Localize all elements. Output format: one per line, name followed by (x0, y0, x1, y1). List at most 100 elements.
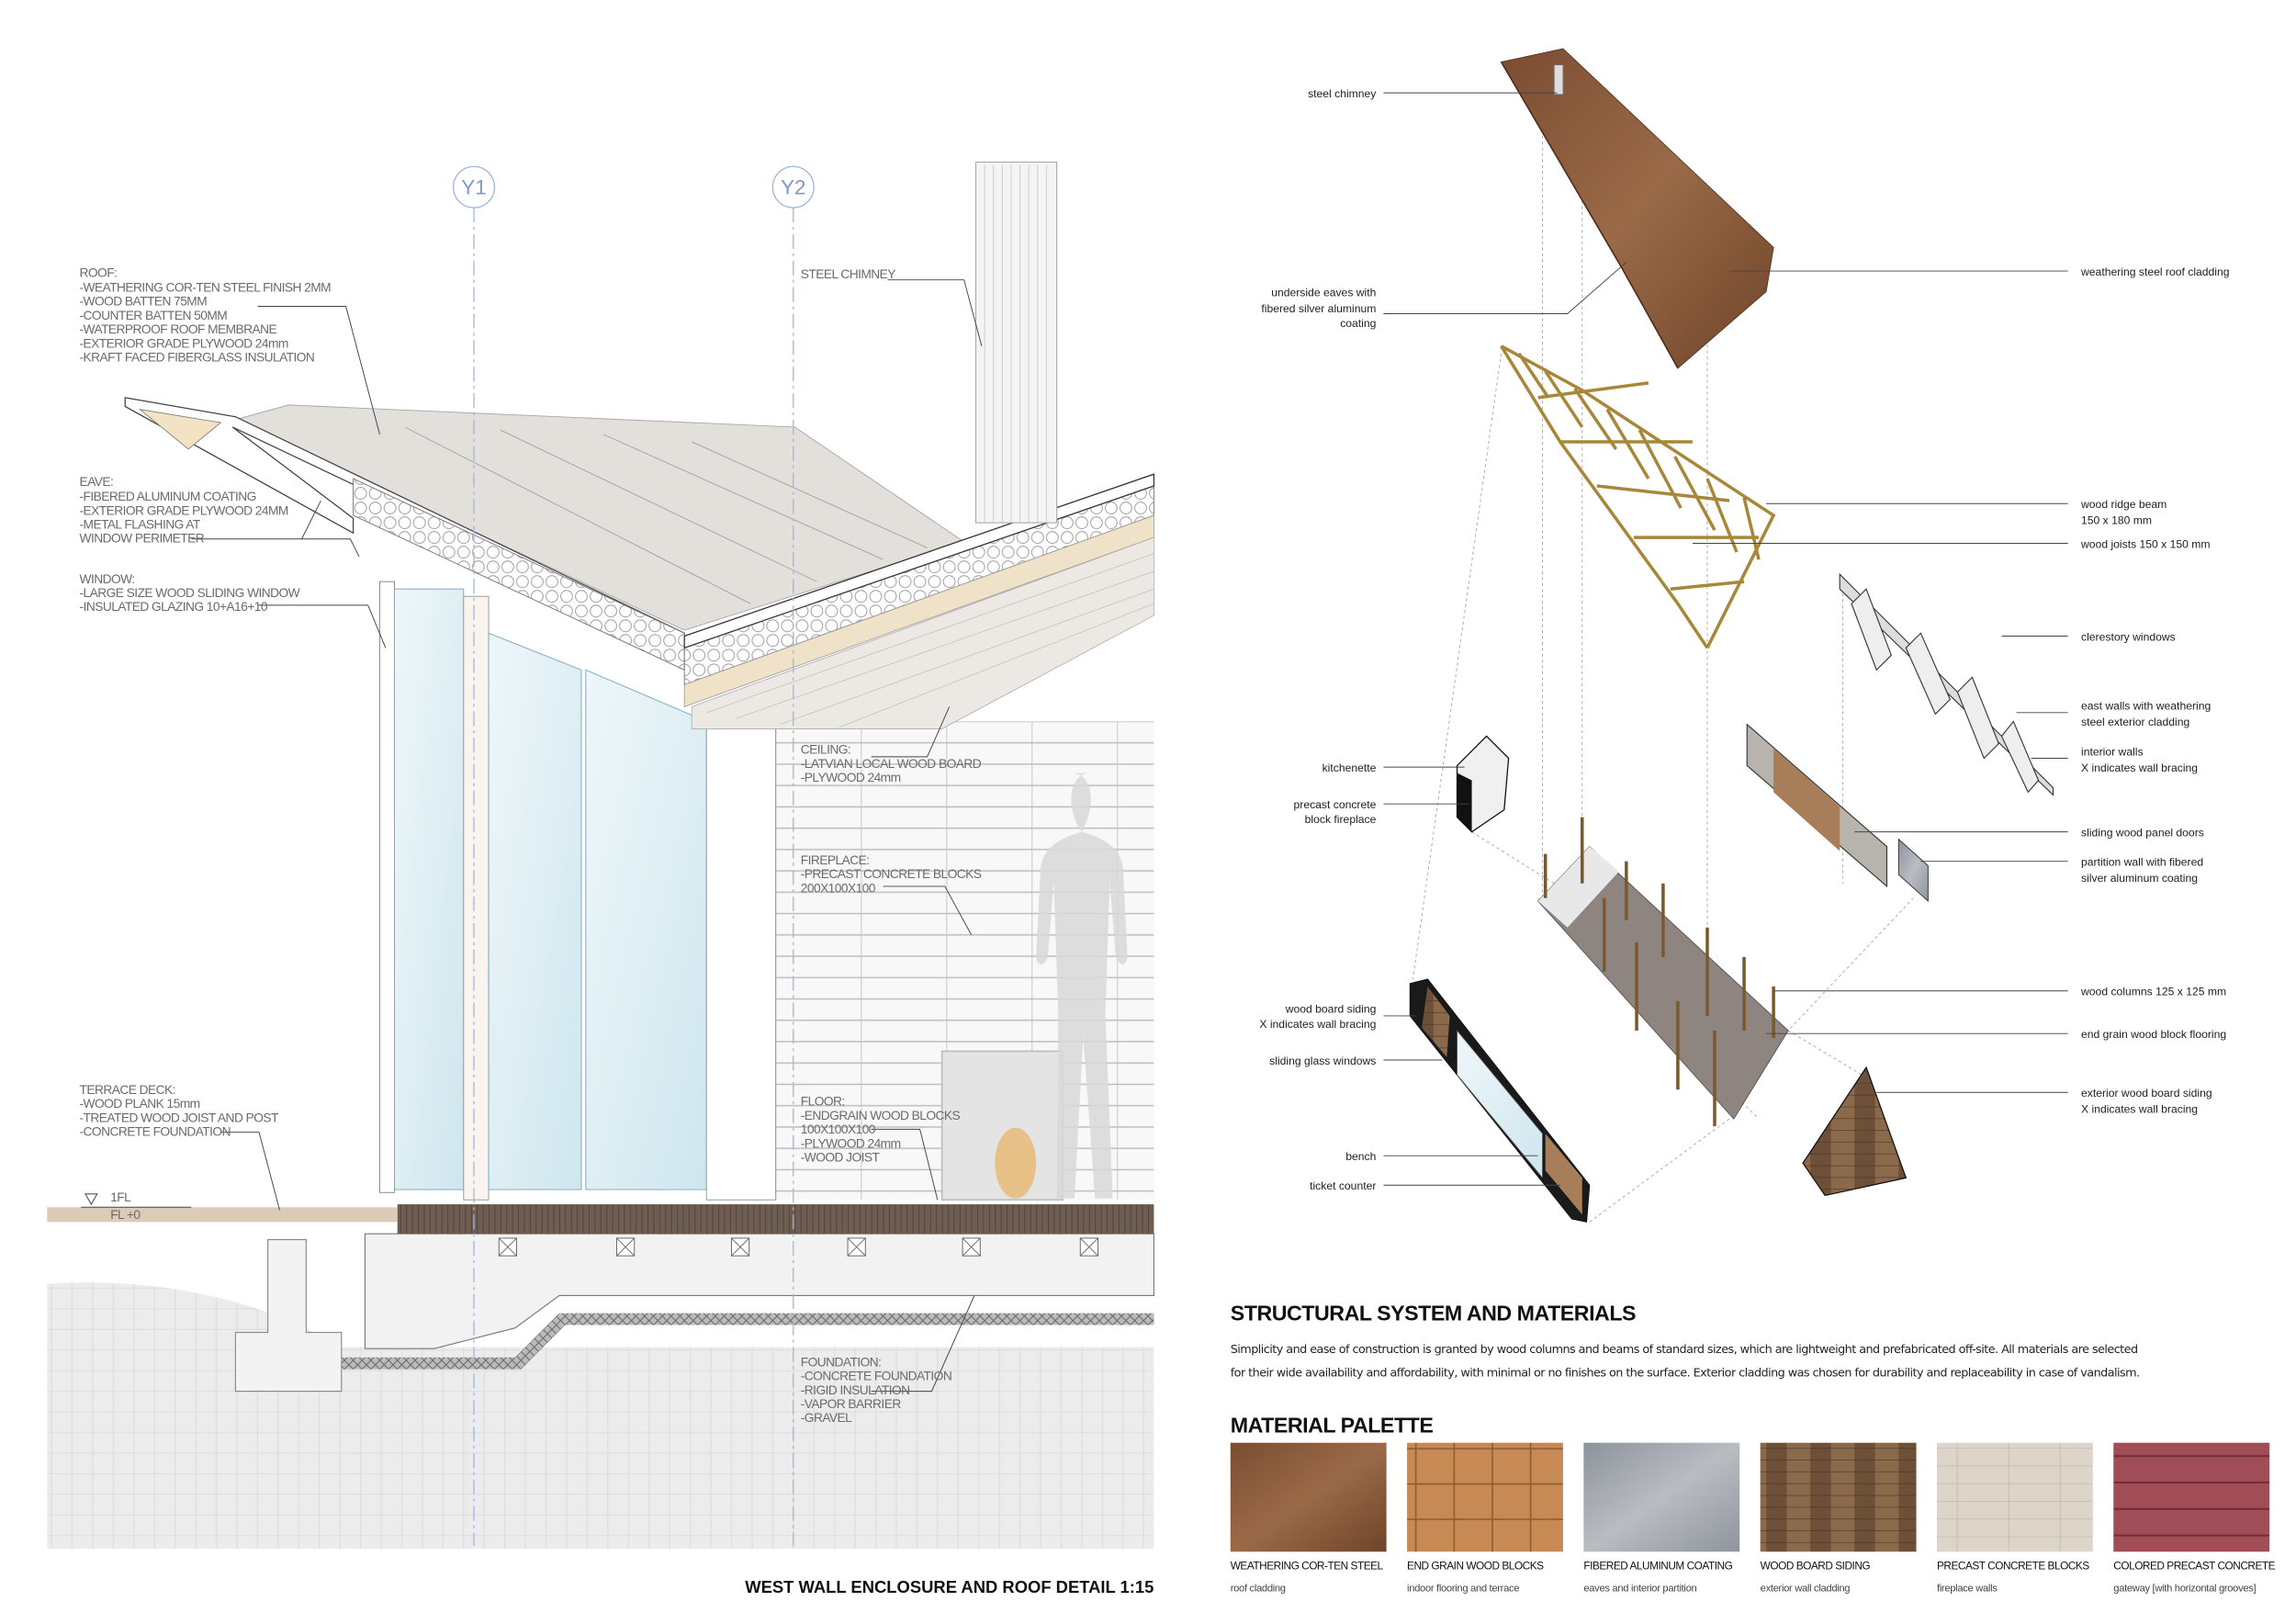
svg-text:gateway [with horizontal groov: gateway [with horizontal grooves] (2113, 1584, 2256, 1595)
gridline-y1: Y1 (452, 165, 496, 1546)
label-sliding-doors: sliding wood panel doors (2081, 826, 2204, 839)
svg-text:FLOOR:: FLOOR: (801, 1095, 845, 1109)
ceiling-annotation: CEILING: -LATVIAN LOCAL WOOD BOARD -PLYW… (801, 743, 982, 784)
ceiling-boards (691, 536, 1154, 729)
svg-text:-RIGID INSULATION: -RIGID INSULATION (801, 1383, 910, 1397)
label-wood-board-siding: wood board siding X indicates wall braci… (1259, 1003, 1376, 1031)
wall-post (705, 720, 777, 1201)
palette-heading: MATERIAL PALETTE (1231, 1413, 1434, 1437)
svg-text:150 x 180 mm: 150 x 180 mm (2081, 514, 2152, 527)
left-eave (124, 397, 685, 643)
section-title: WEST WALL ENCLOSURE AND ROOF DETAIL 1:15 (745, 1577, 1154, 1596)
glass-pane (488, 632, 582, 1190)
svg-text:-TREATED WOOD JOIST AND POST: -TREATED WOOD JOIST AND POST (80, 1111, 279, 1124)
label-kitchenette: kitchenette (1322, 761, 1377, 774)
svg-text:PRECAST CONCRETE BLOCKS: PRECAST CONCRETE BLOCKS (1937, 1560, 2089, 1573)
fireplace-annotation: FIREPLACE: -PRECAST CONCRETE BLOCKS 200X… (801, 853, 983, 895)
label-interior-walls: interior walls X indicates wall bracing (2081, 745, 2198, 774)
timber-roof-frame (1500, 344, 1776, 649)
gridline-y2: Y2 (771, 165, 815, 1546)
swatch-end-grain (1407, 1442, 1563, 1552)
glass-pane (585, 669, 707, 1190)
gravel-layer (341, 1313, 1154, 1370)
svg-text:-VAPOR BARRIER: -VAPOR BARRIER (801, 1397, 902, 1411)
svg-text:indoor flooring and terrace: indoor flooring and terrace (1407, 1584, 1519, 1595)
svg-text:-EXTERIOR GRADE PLYWOOD 24mm: -EXTERIOR GRADE PLYWOOD 24mm (80, 336, 288, 350)
label-roof-cladding: weathering steel roof cladding (2080, 265, 2230, 278)
wall-section-drawing: Y1 Y2 ROOF: -WEATHERING COR-TEN STEEL FI… (47, 161, 1155, 1596)
eave-plywood (138, 409, 222, 450)
terrace-deck (47, 1207, 398, 1223)
label-steel-chimney: steel chimney (1308, 87, 1377, 100)
roof-seams (404, 426, 928, 604)
chimney-annotation: STEEL CHIMNEY (801, 267, 895, 281)
glass-pane (394, 588, 465, 1190)
clerestory-windows (1839, 572, 2054, 796)
level-value: FL +0 (110, 1208, 141, 1222)
svg-text:EAVE:: EAVE: (80, 475, 114, 489)
svg-text:X indicates wall bracing: X indicates wall bracing (1259, 1018, 1376, 1031)
svg-text:FIREPLACE:: FIREPLACE: (801, 853, 870, 867)
floor-joists (498, 1237, 1098, 1257)
window-mullion (463, 595, 490, 1201)
wood-columns (1543, 817, 1775, 1127)
svg-text:-FIBERED ALUMINUM COATING: -FIBERED ALUMINUM COATING (80, 490, 256, 503)
svg-text:steel exterior cladding: steel exterior cladding (2081, 716, 2189, 728)
partition-wall (1897, 838, 1929, 903)
swatch-precast (1936, 1442, 2093, 1552)
svg-text:-EXTERIOR GRADE PLYWOOD 24MM: -EXTERIOR GRADE PLYWOOD 24MM (80, 503, 288, 517)
gridline-label: Y2 (781, 176, 805, 199)
window-annotation: WINDOW: -LARGE SIZE WOOD SLIDING WINDOW … (80, 572, 301, 614)
swatch-colored-precast (2113, 1442, 2270, 1552)
svg-text:-INSULATED GLAZING 10+A16+10: -INSULATED GLAZING 10+A16+10 (80, 600, 268, 614)
svg-text:eaves and interior partition: eaves and interior partition (1583, 1584, 1696, 1595)
east-wall-siding (1802, 1066, 1908, 1197)
fire-flame (995, 1127, 1037, 1199)
floor-annotation: FLOOR: -ENDGRAIN WOOD BLOCKS 100X100X100… (801, 1095, 961, 1165)
swatch-wood-siding (1760, 1442, 1917, 1552)
swatch-corten (1230, 1442, 1387, 1552)
svg-text:WOOD BOARD SIDING: WOOD BOARD SIDING (1761, 1560, 1871, 1573)
svg-text:CEILING:: CEILING: (801, 743, 850, 757)
svg-text:-WEATHERING COR-TEN STEEL FINI: -WEATHERING COR-TEN STEEL FINISH 2MM (80, 280, 332, 294)
subsoil (341, 1347, 1154, 1550)
svg-text:partition wall with fibered: partition wall with fibered (2081, 855, 2203, 868)
level-label: 1FL (110, 1190, 131, 1204)
svg-text:precast concrete: precast concrete (1294, 798, 1377, 811)
human-figure (1036, 773, 1128, 1199)
label-east-walls: east walls with weathering steel exterio… (2081, 700, 2211, 729)
concrete-slab (364, 1233, 1154, 1349)
ceiling-board-lines (706, 553, 1154, 728)
svg-text:-COUNTER BATTEN 50MM: -COUNTER BATTEN 50MM (80, 309, 228, 322)
palette-item-colored-precast: COLORED PRECAST CONCRETE gateway [with h… (2113, 1442, 2276, 1595)
svg-text:-CONCRETE FOUNDATION: -CONCRETE FOUNDATION (801, 1370, 951, 1383)
svg-text:WINDOW PERIMETER: WINDOW PERIMETER (80, 532, 205, 546)
foundation-annotation: FOUNDATION: -CONCRETE FOUNDATION -RIGID … (801, 1355, 952, 1425)
svg-text:WINDOW:: WINDOW: (80, 572, 135, 586)
label-ridge-beam: wood ridge beam 150 x 180 mm (2080, 498, 2167, 527)
svg-text:-WOOD BATTEN 75MM: -WOOD BATTEN 75MM (80, 295, 208, 309)
palette-item-precast: PRECAST CONCRETE BLOCKS fireplace walls (1936, 1442, 2093, 1595)
svg-text:silver aluminum coating: silver aluminum coating (2081, 872, 2198, 885)
endgrain-floor (397, 1204, 1154, 1235)
svg-text:exterior wood board siding: exterior wood board siding (2081, 1087, 2212, 1100)
eave-annotation: EAVE: -FIBERED ALUMINUM COATING -EXTERIO… (80, 475, 289, 546)
level-marker-icon (84, 1193, 98, 1206)
svg-text:block fireplace: block fireplace (1305, 813, 1377, 826)
roof-surface (234, 404, 965, 631)
svg-text:WEATHERING COR-TEN STEEL: WEATHERING COR-TEN STEEL (1231, 1560, 1384, 1573)
svg-text:-ENDGRAIN WOOD BLOCKS: -ENDGRAIN WOOD BLOCKS (801, 1109, 961, 1122)
svg-text:fireplace walls: fireplace walls (1937, 1584, 1998, 1595)
label-partition-wall: partition wall with fibered silver alumi… (2081, 855, 2203, 885)
svg-text:FIBERED ALUMINUM COATING: FIBERED ALUMINUM COATING (1583, 1560, 1732, 1573)
label-sliding-glass-windows: sliding glass windows (1269, 1054, 1376, 1067)
svg-text:underside eaves with: underside eaves with (1271, 286, 1376, 299)
terrace-footing (234, 1238, 343, 1393)
svg-text:east walls with weathering: east walls with weathering (2081, 700, 2211, 713)
palette-item-aluminum: FIBERED ALUMINUM COATING eaves and inter… (1583, 1442, 1740, 1595)
svg-text:-METAL FLASHING AT: -METAL FLASHING AT (80, 518, 201, 532)
window-frame-post (378, 581, 395, 1193)
svg-text:interior walls: interior walls (2081, 745, 2144, 758)
steel-chimney (974, 161, 1058, 524)
